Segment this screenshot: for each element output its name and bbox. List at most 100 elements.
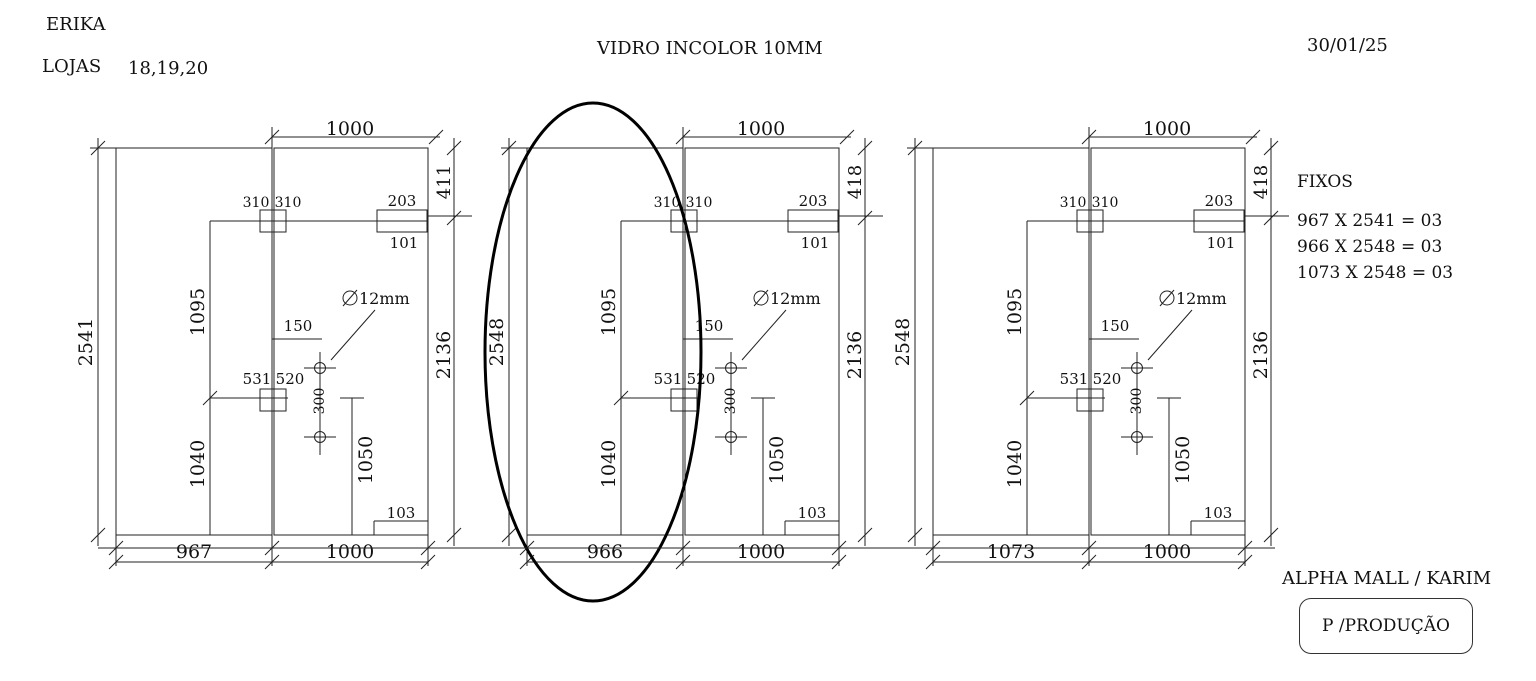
top-offset-label: 418 (1251, 165, 1272, 199)
diameter-symbol-slash (753, 289, 769, 307)
highlight-ellipse (483, 101, 703, 603)
top-dim-tick (264, 129, 280, 145)
hinge-right-label: 310 (275, 195, 302, 211)
hinge-right-label: 310 (686, 195, 713, 211)
hole-diameter-label: 12mm (359, 289, 410, 308)
door-width-label: 1000 (1143, 541, 1191, 563)
mid-left-label: 531 (243, 370, 272, 388)
height-tick (501, 527, 517, 543)
hole-spacing-label: 300 (312, 388, 328, 415)
bottom-tick (420, 554, 436, 570)
bottom-tick (1081, 540, 1097, 556)
right-tick (1263, 210, 1279, 226)
right-height-label: 2136 (1250, 331, 1272, 379)
right-height-label: 2136 (433, 331, 455, 379)
diameter-leader (330, 309, 376, 361)
production-stamp: P /PRODUÇÃO (1299, 598, 1473, 654)
fixed-width-label: 967 (176, 541, 212, 563)
door-glass-outline (684, 147, 840, 536)
mid-hinge-block (1076, 388, 1104, 412)
date: 30/01/25 (1307, 35, 1388, 56)
diameter-symbol-icon (342, 290, 358, 306)
diameter-symbol-icon (753, 290, 769, 306)
lock-box (376, 209, 428, 233)
height-tick (90, 140, 106, 156)
lower-vertical-label: 1040 (598, 440, 620, 488)
door-glass-outline (273, 147, 429, 536)
stores-value: 18,19,20 (128, 58, 209, 79)
bottom-tick (1081, 554, 1097, 570)
right-tick (446, 140, 462, 156)
hole-spacing-label: 300 (723, 388, 739, 415)
lower-vertical-label: 1040 (1004, 440, 1026, 488)
fixos-item-1: 967 X 2541 = 03 (1297, 211, 1443, 231)
hinge-left-label: 310 (1060, 195, 1087, 211)
top-width-label: 1000 (737, 118, 785, 140)
fixos-item-3: 1073 X 2548 = 03 (1297, 263, 1454, 283)
bottom-notch-label: 103 (798, 504, 827, 522)
mid-left-label: 531 (654, 370, 683, 388)
material-title: VIDRO INCOLOR 10MM (597, 38, 823, 59)
bottom-tick (264, 554, 280, 570)
right-tick (857, 527, 873, 543)
diameter-leader (741, 309, 787, 361)
right-tick (1263, 140, 1279, 156)
upper-vertical-label: 1095 (187, 288, 209, 336)
hinge-right-label: 310 (1092, 195, 1119, 211)
mid-right-label: 520 (276, 370, 305, 388)
hole-offset-label: 150 (284, 317, 313, 335)
mid-left-label: 531 (1060, 370, 1089, 388)
door-width-label: 1000 (326, 541, 374, 563)
right-tick (446, 210, 462, 226)
mid-hinge-block (259, 388, 287, 412)
handle-height-label: 1050 (766, 436, 788, 484)
diameter-leader (1147, 309, 1193, 361)
top-offset-label: 411 (434, 165, 455, 199)
lock-height-label: 101 (801, 234, 830, 252)
diameter-symbol-slash (1159, 289, 1175, 307)
production-stamp-label: P /PRODUÇÃO (1322, 616, 1450, 636)
bottom-tick (1237, 554, 1253, 570)
bottom-notch-label: 103 (387, 504, 416, 522)
top-dim-tick (428, 129, 444, 145)
door-width-label: 1000 (737, 541, 785, 563)
right-tick (857, 210, 873, 226)
hinge-left-label: 310 (654, 195, 681, 211)
right-tick (1263, 527, 1279, 543)
height-label: 2548 (486, 318, 508, 366)
fixed-width-label: 966 (587, 541, 623, 563)
top-width-label: 1000 (1143, 118, 1191, 140)
top-dim-tick (839, 129, 855, 145)
bottom-tick (925, 554, 941, 570)
bottom-tick (1237, 540, 1253, 556)
top-dim-tick (1081, 129, 1097, 145)
mid-right-label: 520 (1093, 370, 1122, 388)
fixed-width-label: 1073 (987, 541, 1035, 563)
lock-box (787, 209, 839, 233)
handle-height-label: 1050 (355, 436, 377, 484)
hole-spacing-label: 300 (1129, 388, 1145, 415)
fixos-title: FIXOS (1297, 172, 1353, 192)
lock-width-label: 203 (1205, 192, 1234, 210)
height-tick (90, 527, 106, 543)
diameter-symbol-icon (1159, 290, 1175, 306)
project-name: ALPHA MALL / KARIM (1282, 568, 1492, 589)
stores-label: LOJAS (42, 56, 102, 77)
upper-vertical-label: 1095 (598, 288, 620, 336)
right-tick (857, 140, 873, 156)
hole-diameter-label: 12mm (770, 289, 821, 308)
hole-offset-label: 150 (1101, 317, 1130, 335)
lock-box (1193, 209, 1245, 233)
mid-hinge-block (670, 388, 698, 412)
lock-height-label: 101 (1207, 234, 1236, 252)
height-tick (907, 527, 923, 543)
lock-width-label: 203 (799, 192, 828, 210)
handle-height-label: 1050 (1172, 436, 1194, 484)
door-glass-outline (1090, 147, 1246, 536)
right-height-label: 2136 (844, 331, 866, 379)
client-name: ERIKA (46, 14, 106, 35)
right-tick (446, 527, 462, 543)
